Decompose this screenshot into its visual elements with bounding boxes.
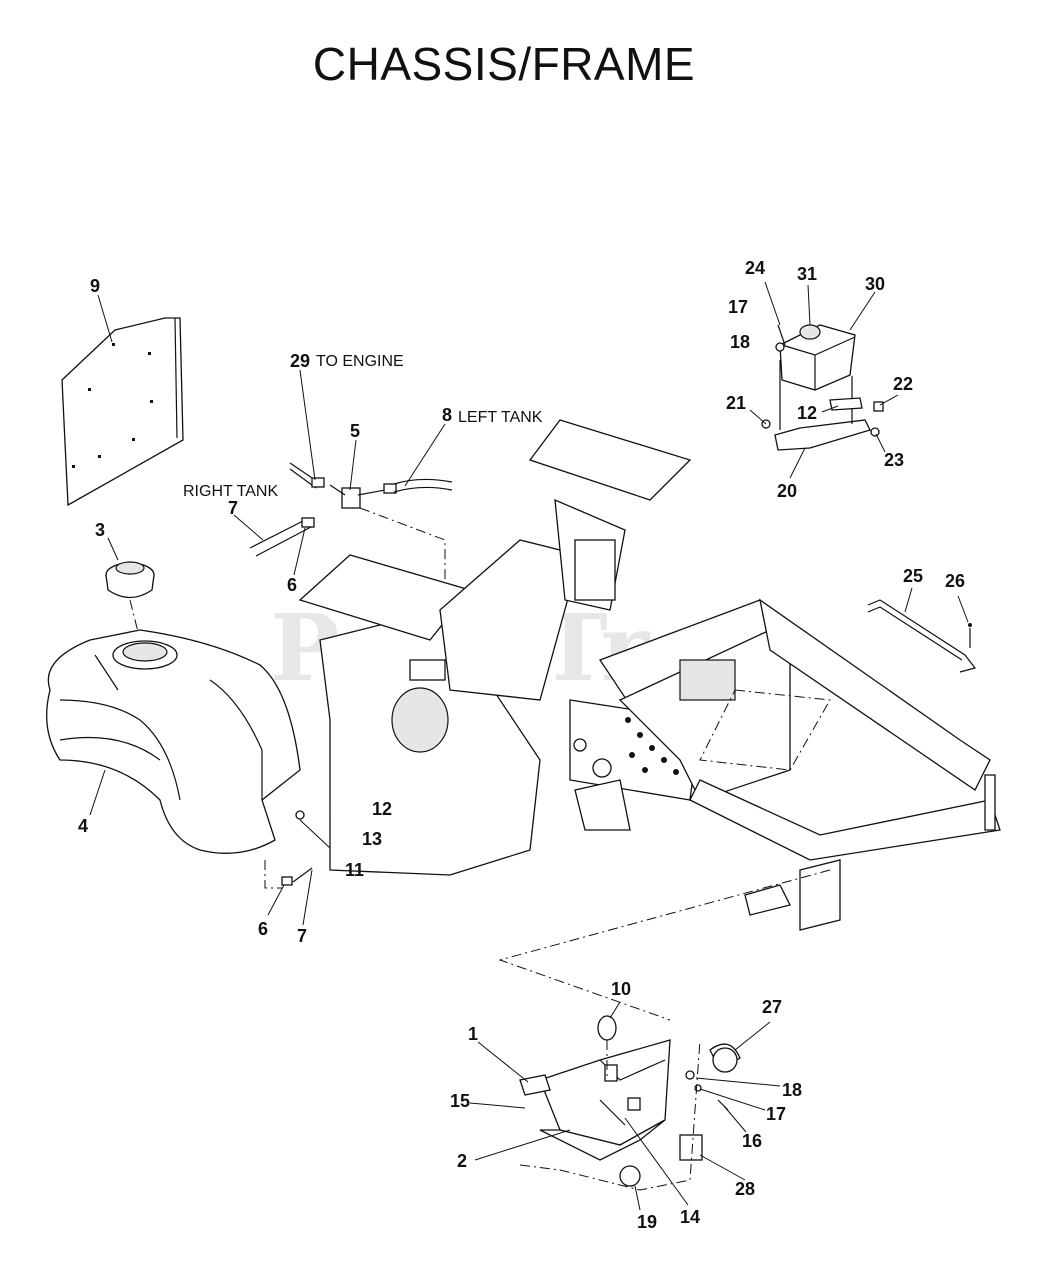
callout-25: 25 <box>903 566 923 586</box>
callout-29: 29 <box>290 351 310 371</box>
callout-27: 27 <box>762 997 782 1017</box>
callout-15: 15 <box>450 1091 470 1111</box>
callout-10: 10 <box>611 979 631 999</box>
callout-4: 4 <box>78 816 88 836</box>
callout-3: 3 <box>95 520 105 540</box>
callout-18-upper: 18 <box>730 332 750 352</box>
callout-5: 5 <box>350 421 360 441</box>
note-left-tank: LEFT TANK <box>458 409 543 426</box>
callout-22: 22 <box>893 374 913 394</box>
callout-31: 31 <box>797 264 817 284</box>
reservoir-assembly <box>761 324 884 451</box>
callout-6-lower: 6 <box>258 919 268 939</box>
fuel-tank-part-4 <box>46 629 301 854</box>
callout-12-bracket: 12 <box>797 403 817 423</box>
callout-21: 21 <box>726 393 746 413</box>
fuel-lines <box>249 462 453 557</box>
callout-16: 16 <box>742 1131 762 1151</box>
callout-7-upper: 7 <box>228 498 238 518</box>
callout-8: 8 <box>442 405 452 425</box>
callout-6-upper: 6 <box>287 575 297 595</box>
callout-30: 30 <box>865 274 885 294</box>
callout-19: 19 <box>637 1212 657 1232</box>
main-frame <box>298 419 1001 931</box>
note-right-tank: RIGHT TANK <box>183 483 278 500</box>
note-to-engine: TO ENGINE <box>316 353 404 370</box>
tank-fitting-lower <box>264 860 313 889</box>
panel-part-9 <box>61 317 184 507</box>
fuel-cap-part-3 <box>105 561 155 599</box>
callout-12-tank: 12 <box>372 799 392 819</box>
callout-9: 9 <box>90 276 100 296</box>
control-bracket-assembly <box>519 1015 741 1191</box>
callout-26: 26 <box>945 571 965 591</box>
callout-11: 11 <box>345 860 364 880</box>
callout-24: 24 <box>745 258 765 278</box>
callout-20: 20 <box>777 481 797 501</box>
callout-17-lower: 17 <box>766 1104 786 1124</box>
callout-23: 23 <box>884 450 904 470</box>
callout-17-upper: 17 <box>728 297 748 317</box>
callout-18-lower: 18 <box>782 1080 802 1100</box>
rod-part-25 <box>867 599 977 673</box>
diagram-title: CHASSIS/FRAME <box>313 38 695 90</box>
callout-7-lower: 7 <box>297 926 307 946</box>
callout-1: 1 <box>468 1024 478 1044</box>
callout-28: 28 <box>735 1179 755 1199</box>
callout-13: 13 <box>362 829 382 849</box>
callout-2: 2 <box>457 1151 467 1171</box>
callout-14: 14 <box>680 1207 700 1227</box>
